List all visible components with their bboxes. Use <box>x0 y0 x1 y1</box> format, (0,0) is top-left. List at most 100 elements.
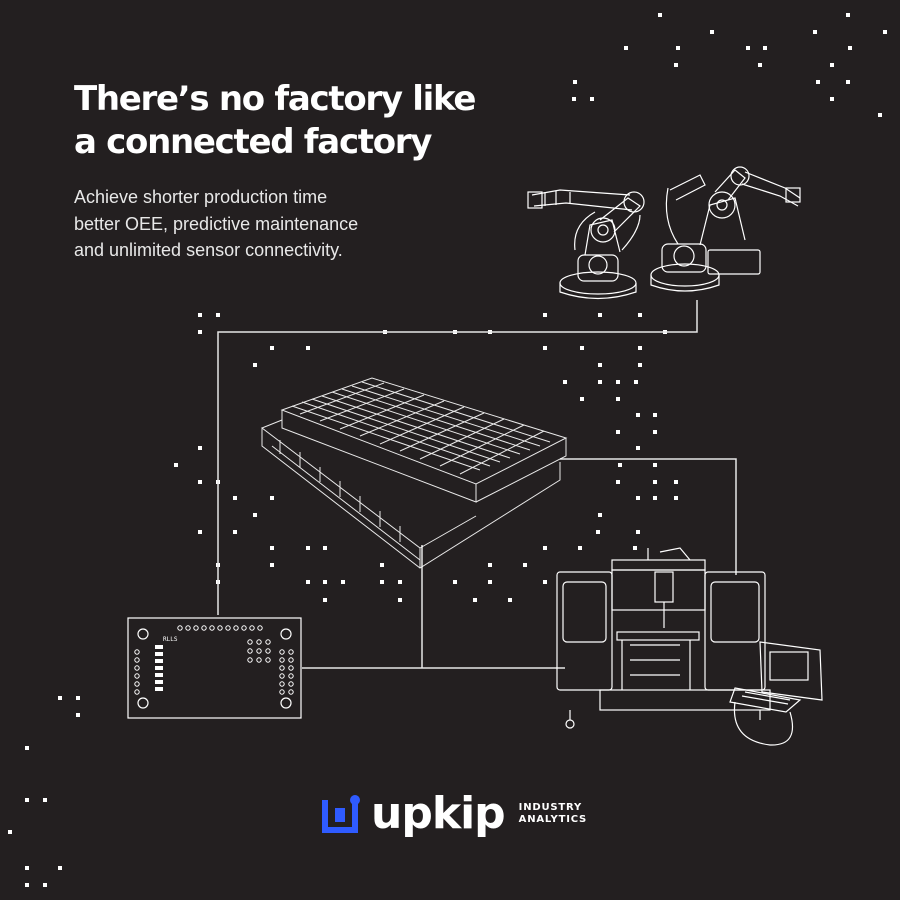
board-pin <box>241 625 247 631</box>
cnc-machine-illustration <box>556 547 823 746</box>
star-dot <box>636 413 640 417</box>
star-dot <box>638 363 642 367</box>
star-dot <box>25 883 29 887</box>
star-dot <box>674 496 678 500</box>
star-dot <box>616 397 620 401</box>
upkip-logo: upkip INDUSTRY ANALYTICS <box>321 792 587 836</box>
board-pin <box>256 648 262 654</box>
star-dot <box>543 346 547 350</box>
logo-tagline-line-2: ANALYTICS <box>518 814 588 825</box>
board-chip-pad <box>155 659 163 663</box>
upkip-logo-icon <box>322 795 360 833</box>
star-dot <box>638 313 642 317</box>
star-dot <box>398 580 402 584</box>
board-pin <box>233 625 239 631</box>
board-pin <box>256 639 262 645</box>
star-dot <box>598 363 602 367</box>
star-dot <box>746 46 750 50</box>
star-dot <box>76 713 80 717</box>
headline-line-1: There’s no factory like <box>74 79 476 119</box>
star-dot <box>216 313 220 317</box>
star-dot <box>590 97 594 101</box>
star-dot <box>270 346 274 350</box>
star-dot <box>653 496 657 500</box>
star-dot <box>198 313 202 317</box>
star-dot <box>43 883 47 887</box>
board-pin <box>288 649 294 655</box>
star-dot <box>198 330 202 334</box>
star-dot <box>323 598 327 602</box>
star-dot <box>653 463 657 467</box>
logo-tagline-line-1: INDUSTRY <box>518 802 583 813</box>
star-dot <box>883 30 887 34</box>
star-dot <box>578 546 582 550</box>
board-pin <box>279 665 285 671</box>
star-dot <box>25 798 29 802</box>
board-pin <box>185 625 191 631</box>
star-dot <box>653 480 657 484</box>
star-dot <box>638 346 642 350</box>
star-dot <box>573 80 577 84</box>
board-pin <box>288 689 294 695</box>
board-pin <box>134 689 140 695</box>
robot-arms-illustration <box>527 166 801 300</box>
board-chip-pad <box>155 652 163 656</box>
star-dot <box>710 30 714 34</box>
star-dot <box>758 63 762 67</box>
board-pin <box>256 657 262 663</box>
star-dot <box>616 380 620 384</box>
star-dot <box>473 598 477 602</box>
board-pin <box>134 673 140 679</box>
star-dot <box>488 580 492 584</box>
board-chip-pad <box>155 666 163 670</box>
star-dot <box>270 563 274 567</box>
board-pin <box>247 657 253 663</box>
star-dot <box>253 513 257 517</box>
star-dot <box>636 530 640 534</box>
sensor-board-label: RLLS <box>163 636 178 643</box>
star-dot <box>580 397 584 401</box>
logo-tagline: INDUSTRY ANALYTICS <box>519 802 587 826</box>
board-pin <box>134 681 140 687</box>
star-dot <box>380 580 384 584</box>
subheadline-line-3: and unlimited sensor connectivity. <box>74 240 343 260</box>
star-dot <box>618 463 622 467</box>
subheadline-line-2: better OEE, predictive maintenance <box>74 213 359 234</box>
board-pin <box>247 639 253 645</box>
star-dot <box>674 480 678 484</box>
star-dot <box>653 413 657 417</box>
factory-building-illustration <box>261 377 568 569</box>
board-chip-pad <box>155 687 163 691</box>
star-dot <box>270 496 274 500</box>
star-dot <box>598 313 602 317</box>
sensor-board-pins <box>134 625 294 695</box>
star-dot <box>323 580 327 584</box>
star-dot <box>653 430 657 434</box>
star-dot <box>846 13 850 17</box>
logo-wordmark: upkip <box>371 788 506 839</box>
board-pin <box>279 681 285 687</box>
board-pin <box>265 657 271 663</box>
star-dot <box>233 530 237 534</box>
star-dot <box>572 97 576 101</box>
board-chip-pad <box>155 645 163 649</box>
star-dot <box>596 530 600 534</box>
star-dot <box>25 866 29 870</box>
star-dot <box>598 380 602 384</box>
star-dot <box>830 97 834 101</box>
star-dot <box>878 113 882 117</box>
star-dot <box>543 313 547 317</box>
star-dot <box>43 798 47 802</box>
star-dot <box>76 696 80 700</box>
board-pin <box>134 649 140 655</box>
star-dot <box>523 563 527 567</box>
board-pin <box>134 665 140 671</box>
board-pin <box>279 689 285 695</box>
board-chip-pad <box>155 673 163 677</box>
star-dot <box>58 866 62 870</box>
connection-lines <box>217 300 737 669</box>
star-dot <box>398 598 402 602</box>
star-dot <box>624 46 628 50</box>
star-dot <box>636 446 640 450</box>
